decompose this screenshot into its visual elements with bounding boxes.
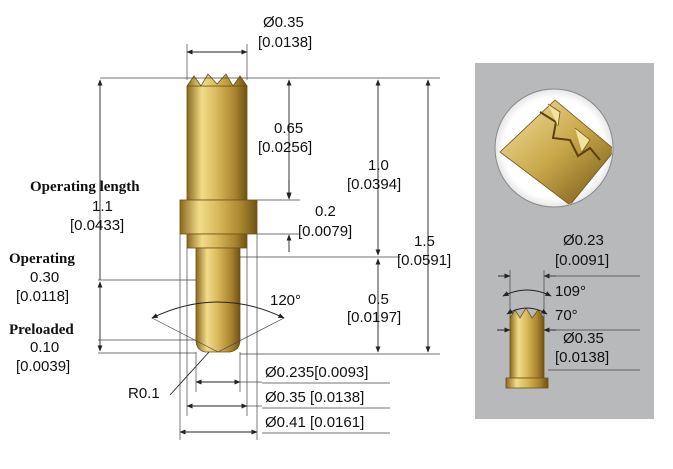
len-1-0-inch: [0.0394] [347,176,401,193]
collar-len-label: 0.2 [315,203,336,220]
inset-dia-023-label: Ø0.23 [563,232,604,249]
dia-0235-label: Ø0.235[0.0093] [265,364,368,381]
tip-len-label: 0.65 [274,120,303,137]
plunger-len-label: 0.5 [368,291,389,308]
op-len-inch: [0.0433] [70,217,124,234]
collar [179,199,258,235]
op-len-title: Operating length [30,179,140,195]
angle-120-label: 120° [270,292,301,309]
dia-035-label: Ø0.35 [0.0138] [265,389,364,406]
collar-len-inch: [0.0079] [298,223,352,240]
dia-041-label: Ø0.41 [0.0161] [265,414,364,431]
dim-operating-length: Operating length 1.1 [0.0433] [30,79,140,280]
top-dia-inch: [0.0138] [258,34,312,51]
dim-length-1-5: 1.5 [0.0591] [397,79,451,353]
dim-tip-length: 0.65 [0.0256] [258,79,312,199]
radius-label: R0.1 [128,385,160,402]
angle-120: 120° [151,292,301,353]
operating-value: 0.30 [30,269,59,286]
dim-plunger-length: 0.5 [0.0197] [347,258,401,353]
inset-angle-70: 70° [555,307,578,324]
operating-inch: [0.0118] [16,288,69,305]
plunger [195,247,241,353]
inset-dims [497,270,640,371]
barrel [186,85,248,201]
inset-dia-035-label: Ø0.35 [563,330,604,347]
tip-len-inch: [0.0256] [258,139,312,156]
top-dia-label: Ø0.35 [263,14,304,31]
inset-dia-035-inch: [0.0138] [555,349,609,366]
dim-bottom-diameters: Ø0.235[0.0093] Ø0.35 [0.0138] Ø0.41 [0.0… [179,234,390,440]
crown-tip [186,73,248,87]
inset-dia-023-inch: [0.0091] [555,252,609,269]
inset-angle-109: 109° [555,283,586,300]
tip-closeup [494,88,614,208]
radius-label-group: R0.1 [128,351,210,402]
preloaded-value: 0.10 [30,339,59,356]
len-1-5-inch: [0.0591] [397,252,451,269]
preloaded-title: Preloaded [9,322,74,338]
dim-length-1-0: 1.0 [0.0394] [347,79,401,256]
dim-top-diameter: Ø0.35 [0.0138] [186,14,312,80]
op-len-value: 1.1 [92,198,113,215]
dim-operating: Operating 0.30 [0.0118] [9,251,103,352]
dim-collar-length: 0.2 [0.0079] [286,180,352,252]
operating-title: Operating [9,251,75,267]
plunger-len-inch: [0.0197] [347,309,401,326]
pin-body [179,73,258,353]
preloaded-inch: [0.0039] [16,358,70,375]
inset-panel: Ø0.23 [0.0091] 109° 70° Ø0.35 [0.0138] [475,63,654,419]
dim-preloaded: Preloaded 0.10 [0.0039] [9,322,196,375]
inset-pin [505,307,549,389]
neck [186,233,248,249]
len-1-0-label: 1.0 [368,157,389,174]
len-1-5-label: 1.5 [414,233,435,250]
